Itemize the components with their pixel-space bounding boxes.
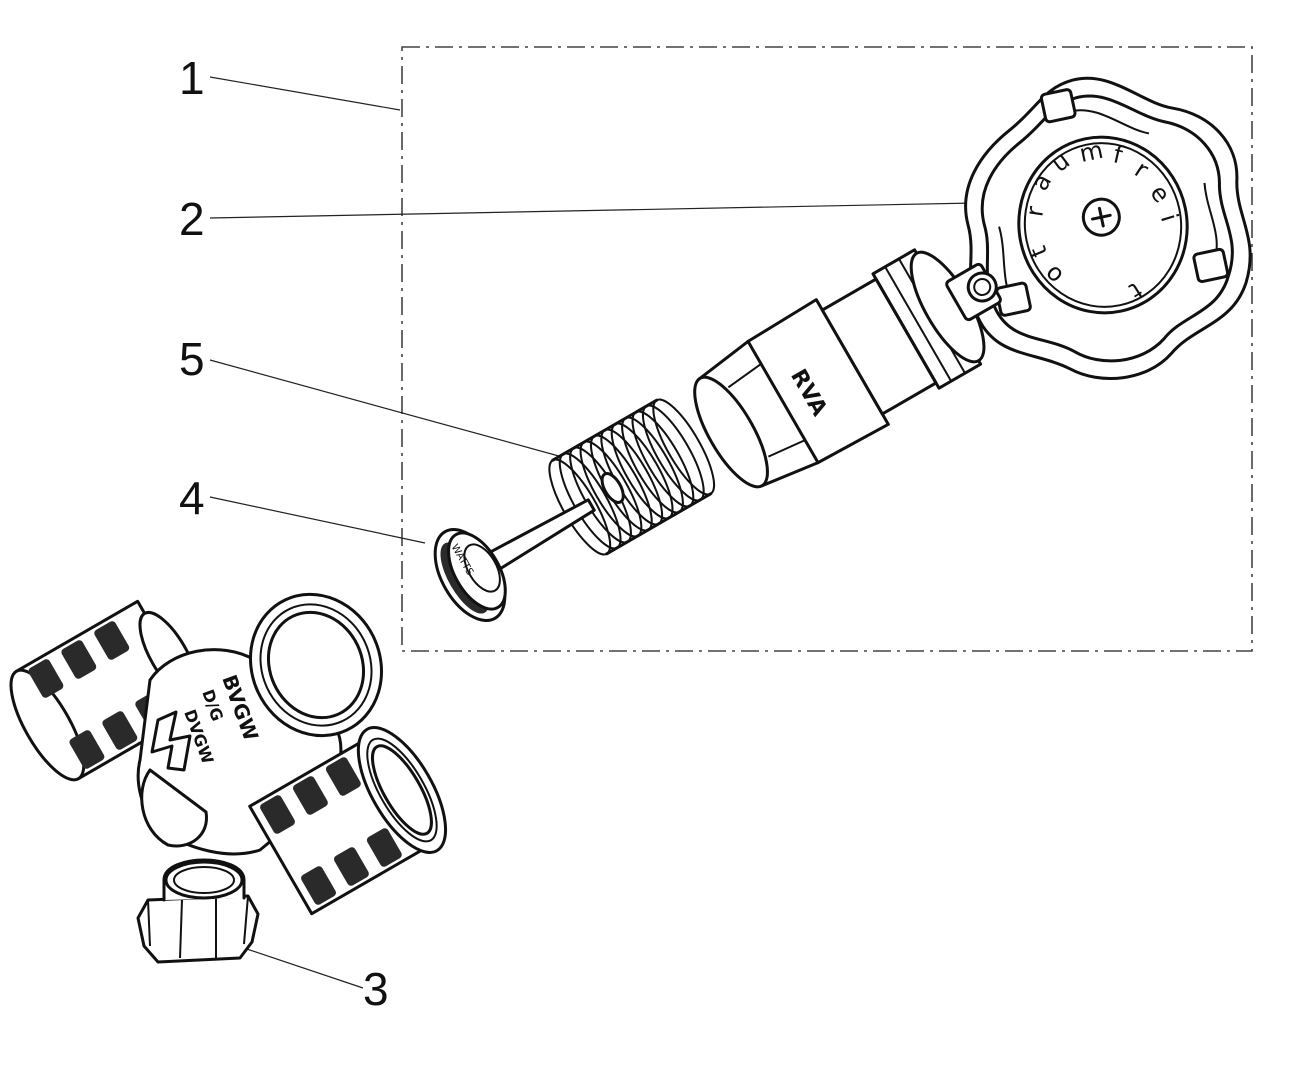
valve-body: BVGW D/G DVGW	[9, 592, 448, 916]
union-nut-right	[248, 726, 448, 916]
callout-4: 4	[179, 472, 205, 524]
bonnet-upper-part: RVA	[693, 248, 1002, 489]
callout-5: 5	[179, 333, 205, 385]
handwheel: r a u m f r e i t o t	[964, 76, 1252, 380]
spring	[541, 395, 719, 561]
upper-port	[248, 592, 384, 738]
flow-arrow-icon	[150, 710, 192, 772]
stem-with-seal: WATTS	[433, 498, 596, 623]
callout-3: 3	[363, 963, 389, 1015]
callout-2: 2	[179, 193, 205, 245]
leader-line-3	[234, 944, 364, 989]
handwheel-letter-m: m	[1077, 136, 1106, 168]
leader-line-4	[209, 496, 426, 544]
leader-line-2	[209, 202, 976, 219]
leader-lines	[209, 76, 976, 989]
leader-line-1	[209, 76, 401, 111]
bonnet-mark: RVA	[785, 365, 831, 420]
leader-line-5	[209, 359, 567, 459]
callout-1: 1	[179, 52, 205, 104]
handwheel-letter-r: r	[1020, 205, 1049, 219]
drain-plug	[136, 858, 260, 964]
